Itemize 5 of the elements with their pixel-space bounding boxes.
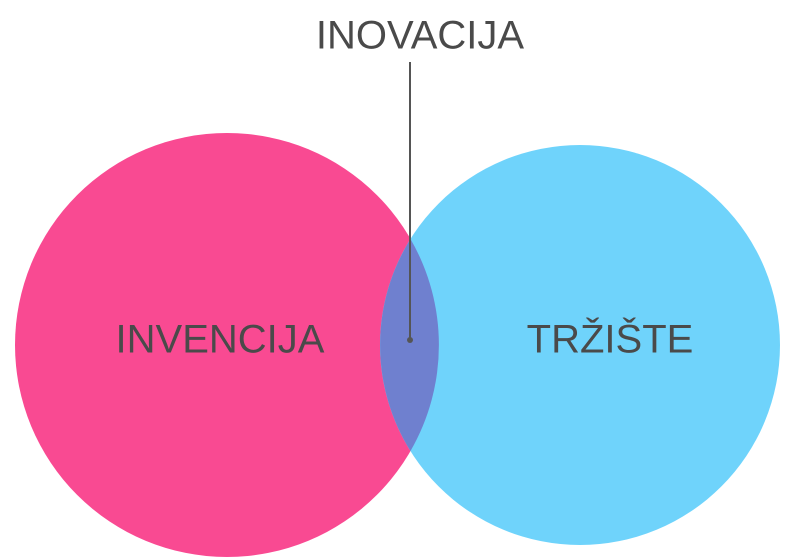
overlap-region [380,239,439,451]
circle-label: TRŽIŠTE [526,318,694,362]
overlap-label: INOVACIJA [316,14,524,58]
leader-line [407,62,413,343]
circle-label: INVENCIJA [116,318,324,362]
